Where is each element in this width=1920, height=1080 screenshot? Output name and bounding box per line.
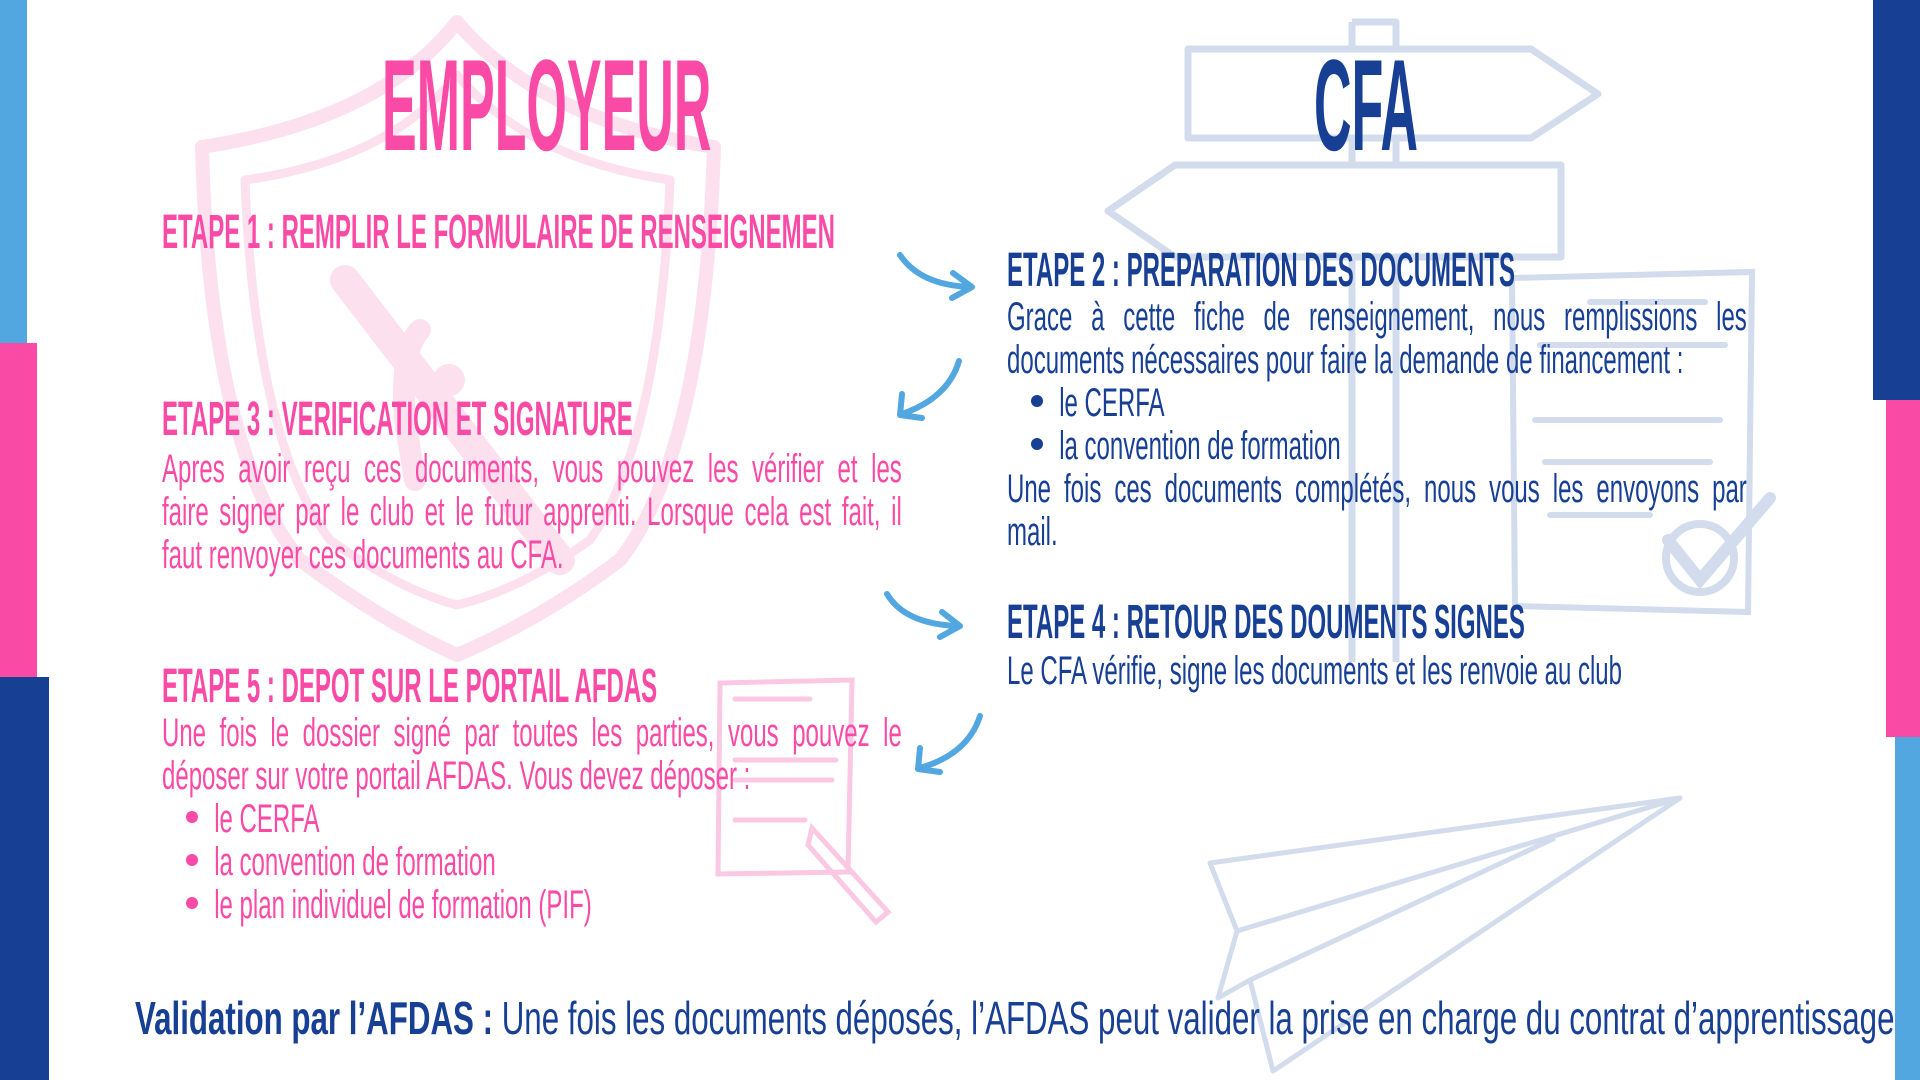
- arrow-icon-step1-to-step2: [897, 252, 975, 301]
- list-item-label: le plan individuel de formation (PIF): [214, 883, 592, 927]
- employeur-title: EMPLOYEUR: [382, 32, 712, 178]
- right-stripe-navy: [1873, 0, 1920, 400]
- validation-label: Validation par l’AFDAS :: [135, 992, 494, 1044]
- etape1-heading: ETAPE 1 : REMPLIR LE FORMULAIRE DE RENSE…: [162, 206, 835, 259]
- right-stripe-pink: [1886, 400, 1920, 737]
- etape2-heading: ETAPE 2 : PREPARATION DES DOCUMENTS: [1007, 244, 1516, 297]
- etape2-body: Grace à cette fiche de renseignement, no…: [1007, 296, 1747, 554]
- paragraph-line: documents nécessaires pour faire la dema…: [1007, 338, 1684, 382]
- list-item-label: la convention de formation: [1059, 424, 1341, 468]
- paragraph-line: déposer sur votre portail AFDAS. Vous de…: [162, 754, 751, 798]
- arrow-icon-step3-to-step4: [884, 591, 963, 640]
- paragraph-line: faut renvoyer ces documents au CFA.: [162, 533, 564, 577]
- bullet-icon: [186, 811, 198, 823]
- paragraph-line: Le CFA vérifie, signe les documents et l…: [1007, 649, 1622, 693]
- bullet-icon: [1031, 438, 1043, 450]
- arrow-icon-step2-to-step3: [897, 358, 962, 421]
- left-stripe-pink: [0, 343, 37, 677]
- cfa-title: CFA: [1314, 32, 1418, 178]
- list-item: le CERFA: [162, 798, 902, 841]
- right-stripe-light-blue: [1895, 737, 1920, 1080]
- etape3-heading: ETAPE 3 : VERIFICATION ET SIGNATURE: [162, 393, 633, 446]
- paragraph-line: mail.: [1007, 510, 1058, 554]
- shield-gymnast-icon: [195, 15, 721, 662]
- list-item: la convention de formation: [162, 841, 902, 884]
- arrow-icon-step4-to-step5: [915, 713, 983, 775]
- paragraph-line: Une fois ces documents complétés, nous v…: [1007, 467, 1747, 511]
- list-item-label: la convention de formation: [214, 840, 496, 884]
- checklist-document-icon: [1508, 268, 1776, 616]
- paragraph-line: Une fois le dossier signé par toutes les…: [162, 711, 902, 755]
- paragraph-line: Apres avoir reçu ces documents, vous pou…: [162, 447, 902, 491]
- bullet-icon: [186, 897, 198, 909]
- signpost-icon: [1104, 18, 1602, 662]
- etape3-body: Apres avoir reçu ces documents, vous pou…: [162, 448, 902, 577]
- paragraph-line: Grace à cette fiche de renseignement, no…: [1007, 295, 1747, 339]
- etape4-heading: ETAPE 4 : RETOUR DES DOUMENTS SIGNES: [1007, 596, 1525, 649]
- paragraph-line: faire signer par le club et le futur app…: [162, 490, 902, 534]
- paper-plane-icon: [1207, 795, 1683, 1074]
- left-stripe-light-blue: [0, 0, 27, 343]
- etape5-heading: ETAPE 5 : DEPOT SUR LE PORTAIL AFDAS: [162, 660, 658, 713]
- etape4-body: Le CFA vérifie, signe les documents et l…: [1007, 650, 1747, 693]
- list-item-label: le CERFA: [214, 797, 320, 841]
- list-item-label: le CERFA: [1059, 381, 1165, 425]
- list-item: la convention de formation: [1007, 425, 1747, 468]
- validation-text: Une fois les documents déposés, l’AFDAS …: [493, 992, 1895, 1044]
- pink-document-pencil-icon: [715, 677, 892, 926]
- left-stripe-navy: [0, 677, 49, 1080]
- validation-footer: Validation par l’AFDAS : Une fois les do…: [135, 993, 1894, 1043]
- list-item: le CERFA: [1007, 382, 1747, 425]
- list-item: le plan individuel de formation (PIF): [162, 884, 902, 927]
- bullet-icon: [186, 854, 198, 866]
- etape5-body: Une fois le dossier signé par toutes les…: [162, 712, 902, 927]
- bullet-icon: [1031, 395, 1043, 407]
